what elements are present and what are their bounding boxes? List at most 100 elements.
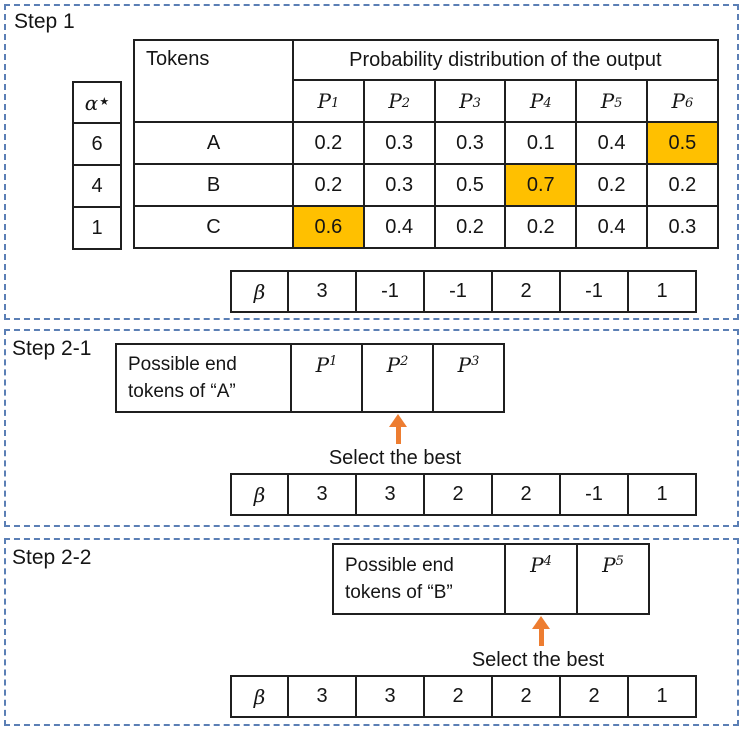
p-base: P xyxy=(671,89,685,113)
select-arrow-icon xyxy=(531,616,551,646)
cell-a-p5: 0.4 xyxy=(576,122,647,164)
beta-label: β xyxy=(231,676,288,717)
probability-table: Tokens Probability distribution of the o… xyxy=(133,39,719,249)
beta2-value-3: 2 xyxy=(424,474,492,515)
p-sub: 1 xyxy=(330,95,340,111)
p-sub: 3 xyxy=(472,95,481,111)
cell-a-p4: 0.1 xyxy=(505,122,577,164)
cell-c-p4: 0.2 xyxy=(505,206,577,248)
p-base: P xyxy=(600,89,615,113)
cell-a-p1: 0.2 xyxy=(293,122,364,164)
alpha-value-c: 1 xyxy=(73,207,121,249)
cell-b-p6: 0.2 xyxy=(646,164,718,206)
step2-1-panel xyxy=(4,329,739,527)
beta1-value-3: -1 xyxy=(424,271,492,312)
step1-title: Step 1 xyxy=(14,10,75,33)
probability-header: Probability distribution of the output xyxy=(293,40,718,80)
alpha-value-b: 4 xyxy=(73,165,121,207)
arrow-stem xyxy=(538,629,544,646)
label-line2: tokens of “B” xyxy=(345,582,453,603)
beta2-value-1: 3 xyxy=(288,474,356,515)
p-base: P xyxy=(386,353,401,377)
select-the-best-label-step2-1: Select the best xyxy=(328,447,462,469)
cell-c-p5: 0.4 xyxy=(576,206,647,248)
beta1-value-2: -1 xyxy=(356,271,424,312)
p-base: P xyxy=(602,553,616,577)
tokens-header: Tokens xyxy=(134,40,293,122)
label-line2: tokens of “A” xyxy=(128,381,236,402)
cell-c-p1-highlighted: 0.6 xyxy=(293,206,364,248)
cell-c-p3: 0.2 xyxy=(434,206,506,248)
p-sub: 4 xyxy=(543,95,552,111)
p-base: P xyxy=(317,89,331,113)
beta2-value-4: 2 xyxy=(492,474,560,515)
alpha-value-a: 6 xyxy=(73,123,121,165)
p-base: P xyxy=(459,89,473,113)
arrow-head xyxy=(389,414,407,427)
beta-row-step2-1: β 3 3 2 2 -1 1 xyxy=(230,473,697,516)
p-sub: 2 xyxy=(401,95,411,111)
p-sub: 5 xyxy=(614,95,623,111)
beta3-value-4: 2 xyxy=(492,676,560,717)
select-arrow-icon xyxy=(388,414,408,444)
cell-b-p4-highlighted: 0.7 xyxy=(505,164,577,206)
step2-2-title: Step 2-2 xyxy=(12,546,92,569)
cell-a-p6-highlighted: 0.5 xyxy=(646,122,718,164)
alpha-symbol: α xyxy=(84,90,99,115)
p-sub: 2 xyxy=(400,354,409,369)
cell-b-p5: 0.2 xyxy=(576,164,647,206)
label-line1: Possible end xyxy=(345,555,454,576)
arrow-stem xyxy=(395,427,401,444)
label-line1: Possible end xyxy=(128,354,237,375)
alpha-column: α★ 6 4 1 xyxy=(72,81,122,250)
select-the-best-label-step2-2: Select the best xyxy=(471,649,605,671)
token-label-b: B xyxy=(134,164,293,206)
cell-c-p2: 0.4 xyxy=(363,206,435,248)
p-base: P xyxy=(388,89,402,113)
token-label-a: A xyxy=(134,122,293,164)
p-sub: 4 xyxy=(543,554,552,569)
beta3-value-2: 3 xyxy=(356,676,424,717)
beta2-value-2: 3 xyxy=(356,474,424,515)
beta-row-step1: β 3 -1 -1 2 -1 1 xyxy=(230,270,697,313)
beta3-value-1: 3 xyxy=(288,676,356,717)
beta1-value-6: 1 xyxy=(628,271,696,312)
beta3-value-6: 1 xyxy=(628,676,696,717)
alpha-header: α★ xyxy=(73,82,121,123)
step2-1-title: Step 2-1 xyxy=(12,337,92,360)
p-base: P xyxy=(457,353,472,377)
beta3-value-5: 2 xyxy=(560,676,628,717)
beta2-value-5: -1 xyxy=(560,474,628,515)
cell-b-p2: 0.3 xyxy=(363,164,435,206)
p-base: P xyxy=(315,353,330,377)
p-sub: 6 xyxy=(684,95,694,111)
cell-b-p3: 0.5 xyxy=(434,164,506,206)
beta1-value-1: 3 xyxy=(288,271,356,312)
possible-end-tokens-b-label: Possible end tokens of “B” xyxy=(333,544,505,614)
cell-a-p3: 0.3 xyxy=(434,122,506,164)
cell-c-p6: 0.3 xyxy=(646,206,718,248)
step2-2-panel xyxy=(4,538,739,726)
arrow-head xyxy=(532,616,550,629)
cell-a-p2: 0.3 xyxy=(363,122,435,164)
beta1-value-5: -1 xyxy=(560,271,628,312)
beta-row-step2-2: β 3 3 2 2 2 1 xyxy=(230,675,697,718)
p-sub: 5 xyxy=(615,554,624,569)
p-base: P xyxy=(529,89,544,113)
cell-b-p1: 0.2 xyxy=(293,164,364,206)
star-icon: ★ xyxy=(99,95,110,108)
p-sub: 1 xyxy=(329,354,338,369)
token-label-c: C xyxy=(134,206,293,248)
